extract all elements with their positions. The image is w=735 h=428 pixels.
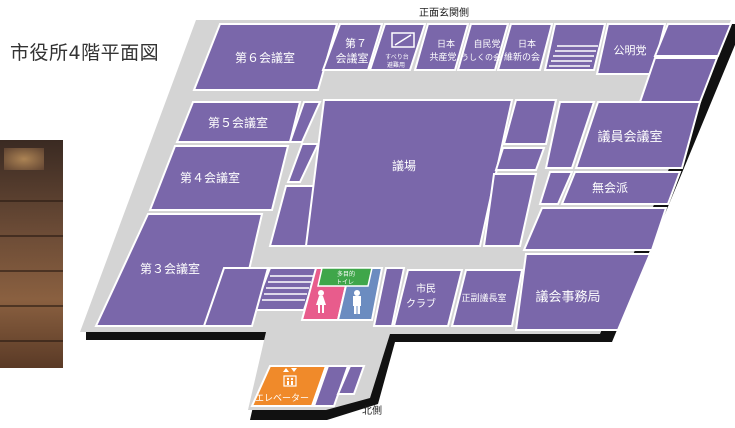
- room-ishin[interactable]: [496, 23, 554, 71]
- room-vice-chair[interactable]: [450, 269, 524, 327]
- label-conf5: 第５会議室: [208, 115, 268, 130]
- room-secretariat[interactable]: [514, 253, 652, 331]
- label-vice-chair: 正副議長室: [461, 292, 506, 304]
- label-north: 北側: [362, 404, 382, 417]
- room-right-mid: [522, 207, 668, 251]
- room-hall-right2: [494, 147, 546, 171]
- label-members-conf: 議員会議室: [597, 129, 662, 145]
- room-independent[interactable]: [560, 171, 682, 205]
- label-jcp-1: 日本: [437, 38, 455, 50]
- label-front-entrance: 正面玄関側: [419, 6, 469, 19]
- male-toilet-icon: [353, 290, 361, 314]
- room-bottom-small: [372, 267, 406, 327]
- label-elevator: エレベーター: [255, 393, 309, 404]
- label-assembly-hall: 議場: [392, 159, 416, 173]
- label-conf6: 第６会議室: [235, 50, 295, 65]
- label-conf7-2: 会議室: [336, 51, 369, 65]
- label-conf4: 第４会議室: [180, 170, 240, 185]
- page-title: 市役所4階平面図: [10, 42, 160, 64]
- label-slide-2: 避難用: [387, 61, 405, 69]
- room-ldp[interactable]: [456, 23, 510, 71]
- label-ldp-2: うしくの会: [461, 52, 501, 62]
- label-secretariat: 議会事務局: [535, 290, 600, 305]
- stairs-bottom-lines: [262, 275, 313, 301]
- stairs-top-lines: [549, 45, 598, 67]
- room-conf4[interactable]: [148, 145, 290, 211]
- room-right-strip: [538, 171, 574, 205]
- room-conf6[interactable]: [192, 23, 339, 91]
- room-elevator-side: [312, 365, 350, 407]
- label-ldp-1: 自民党: [473, 38, 500, 50]
- room-hall-right3: [482, 173, 538, 247]
- room-top-right: [653, 23, 733, 57]
- label-conf3: 第３会議室: [140, 261, 200, 276]
- room-elevator-side2: [336, 365, 366, 395]
- toilet-multipurpose[interactable]: [317, 267, 373, 287]
- label-ishin-2: 維新の会: [504, 51, 540, 63]
- elevator-icon: [283, 368, 297, 387]
- label-ishin-1: 日本: [518, 38, 536, 50]
- label-independent: 無会派: [592, 180, 628, 195]
- assembly-hall-photo: [0, 140, 63, 368]
- stairs-top: [543, 23, 607, 71]
- room-left-strip: [288, 101, 322, 143]
- label-toilet-2: トイレ: [336, 279, 354, 286]
- slide-icon: [391, 32, 415, 48]
- label-jcp-2: 共産党: [429, 51, 456, 63]
- room-assembly-hall[interactable]: [304, 99, 514, 247]
- label-toilet-1: 多目的: [337, 270, 355, 278]
- label-conf7-1: 第７: [345, 36, 367, 50]
- label-komei: 公明党: [614, 44, 647, 57]
- room-left-strip2: [286, 143, 320, 183]
- room-jcp[interactable]: [413, 23, 470, 71]
- label-shimin-1: 市民: [416, 282, 436, 295]
- label-slide-1: すべり台: [385, 53, 409, 61]
- room-bottom-left: [202, 267, 270, 327]
- room-conf7[interactable]: [321, 23, 384, 71]
- label-shimin-2: クラブ: [406, 297, 436, 310]
- room-members-conf[interactable]: [574, 101, 702, 169]
- room-hall-right1: [502, 99, 558, 145]
- room-shimin[interactable]: [392, 269, 464, 327]
- female-toilet-icon: [316, 290, 326, 313]
- room-small-right: [544, 101, 596, 169]
